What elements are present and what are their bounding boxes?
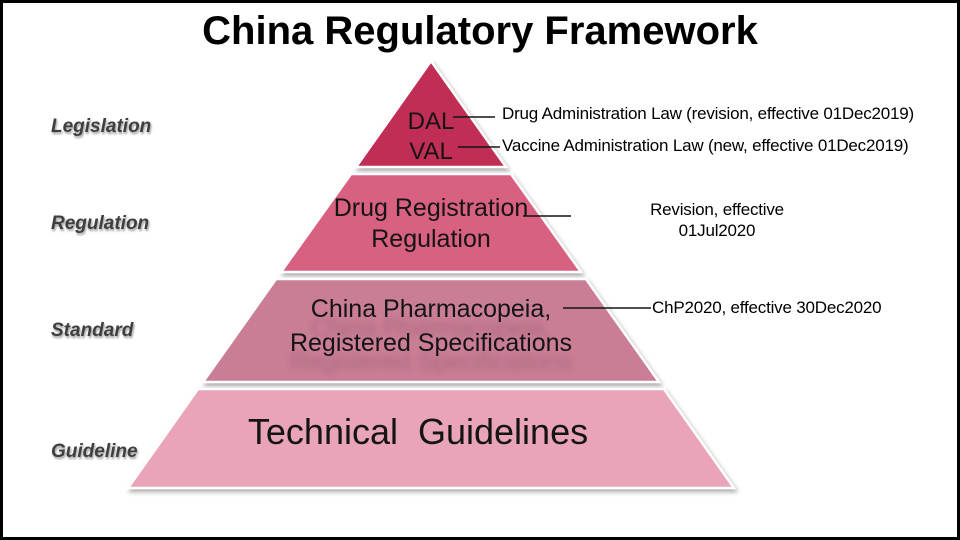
pyramid-tier-legislation — [353, 58, 509, 169]
tier-text-dal: DAL — [407, 108, 455, 135]
annotation-regulation: Revision, effective 01Jul2020 — [601, 199, 833, 241]
side-label-standard: Standard — [51, 320, 134, 341]
tier-text-regulation-line1: Drug Registration — [333, 194, 529, 222]
tier-text-standard-line2: Registered Specifications — [289, 329, 573, 357]
tier-text-standard: China Pharmacopeia, Registered Specifica… — [256, 292, 606, 360]
pyramid-tier-guideline — [125, 387, 737, 490]
pyramid-diagram — [125, 58, 737, 490]
side-label-regulation: Regulation — [51, 213, 150, 234]
tier-text-regulation: Drug Registration Regulation — [281, 193, 581, 255]
pyramid-tier-standard — [200, 277, 662, 384]
annotation-dal: Drug Administration Law (revision, effec… — [502, 104, 915, 123]
side-label-legislation: Legislation — [51, 116, 152, 137]
annotation-regulation-line2: 01Jul2020 — [678, 221, 756, 240]
pyramid-tier-regulation — [278, 172, 584, 274]
page-title: China Regulatory Framework — [202, 9, 758, 53]
tier-text-guideline: Technical Guidelines — [173, 411, 663, 453]
tier-text-legislation: DAL VAL — [356, 107, 506, 167]
annotation-regulation-line1: Revision, effective — [650, 200, 784, 219]
side-label-guideline: Guideline — [51, 441, 138, 462]
tier-text-regulation-line2: Regulation — [371, 225, 491, 253]
tier-text-standard-line1: China Pharmacopeia, — [310, 295, 552, 323]
tier-text-val: VAL — [409, 138, 453, 165]
annotation-val: Vaccine Administration Law (new, effecti… — [502, 136, 909, 155]
tier-text-guideline-line1: Technical Guidelines — [247, 411, 589, 452]
annotation-standard: ChP2020, effective 30Dec2020 — [652, 298, 882, 317]
